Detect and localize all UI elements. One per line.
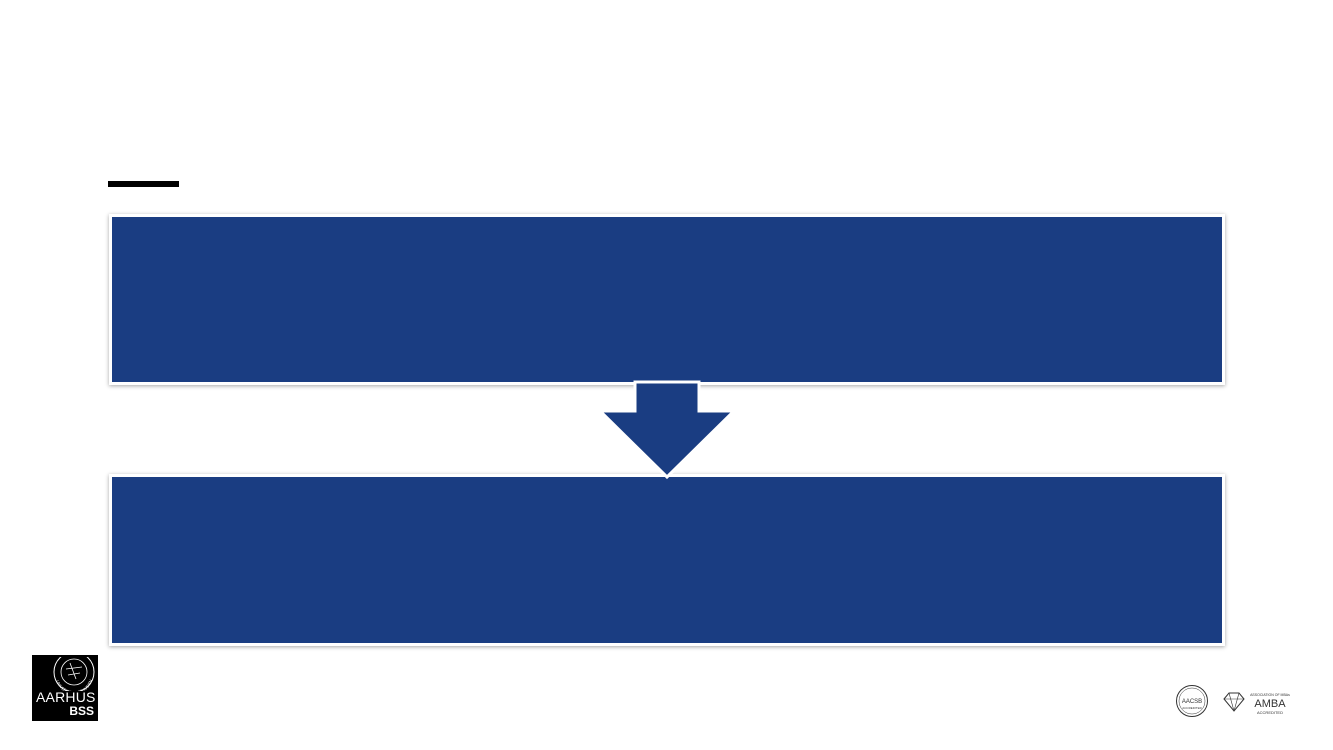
process-box-bottom [109,474,1225,646]
aacsb-name: AACSB [1182,699,1202,705]
logo-aarhus-text: AARHUS [36,689,96,705]
seal-icon: UNIVERSITAS ARHUSIENSIS [50,657,95,691]
amba-logo: ASSOCIATION OF MBAs AMBA ACCREDITED [1223,692,1290,715]
aarhus-bss-logo: UNIVERSITAS ARHUSIENSIS AARHUS BSS [32,655,98,721]
down-arrow-icon [596,380,738,480]
aacsb-icon: AACSB ACCREDITED [1176,685,1208,717]
logo-bss-text: BSS [69,704,94,718]
amba-name: AMBA [1254,698,1286,710]
process-box-top [109,214,1225,385]
aacsb-sub: ACCREDITED [1182,706,1202,710]
title-accent-rule [108,181,179,187]
amba-sub: ACCREDITED [1257,710,1283,715]
amba-diamond-icon [1223,692,1245,712]
amba-top-text: ASSOCIATION OF MBAs [1250,693,1290,697]
